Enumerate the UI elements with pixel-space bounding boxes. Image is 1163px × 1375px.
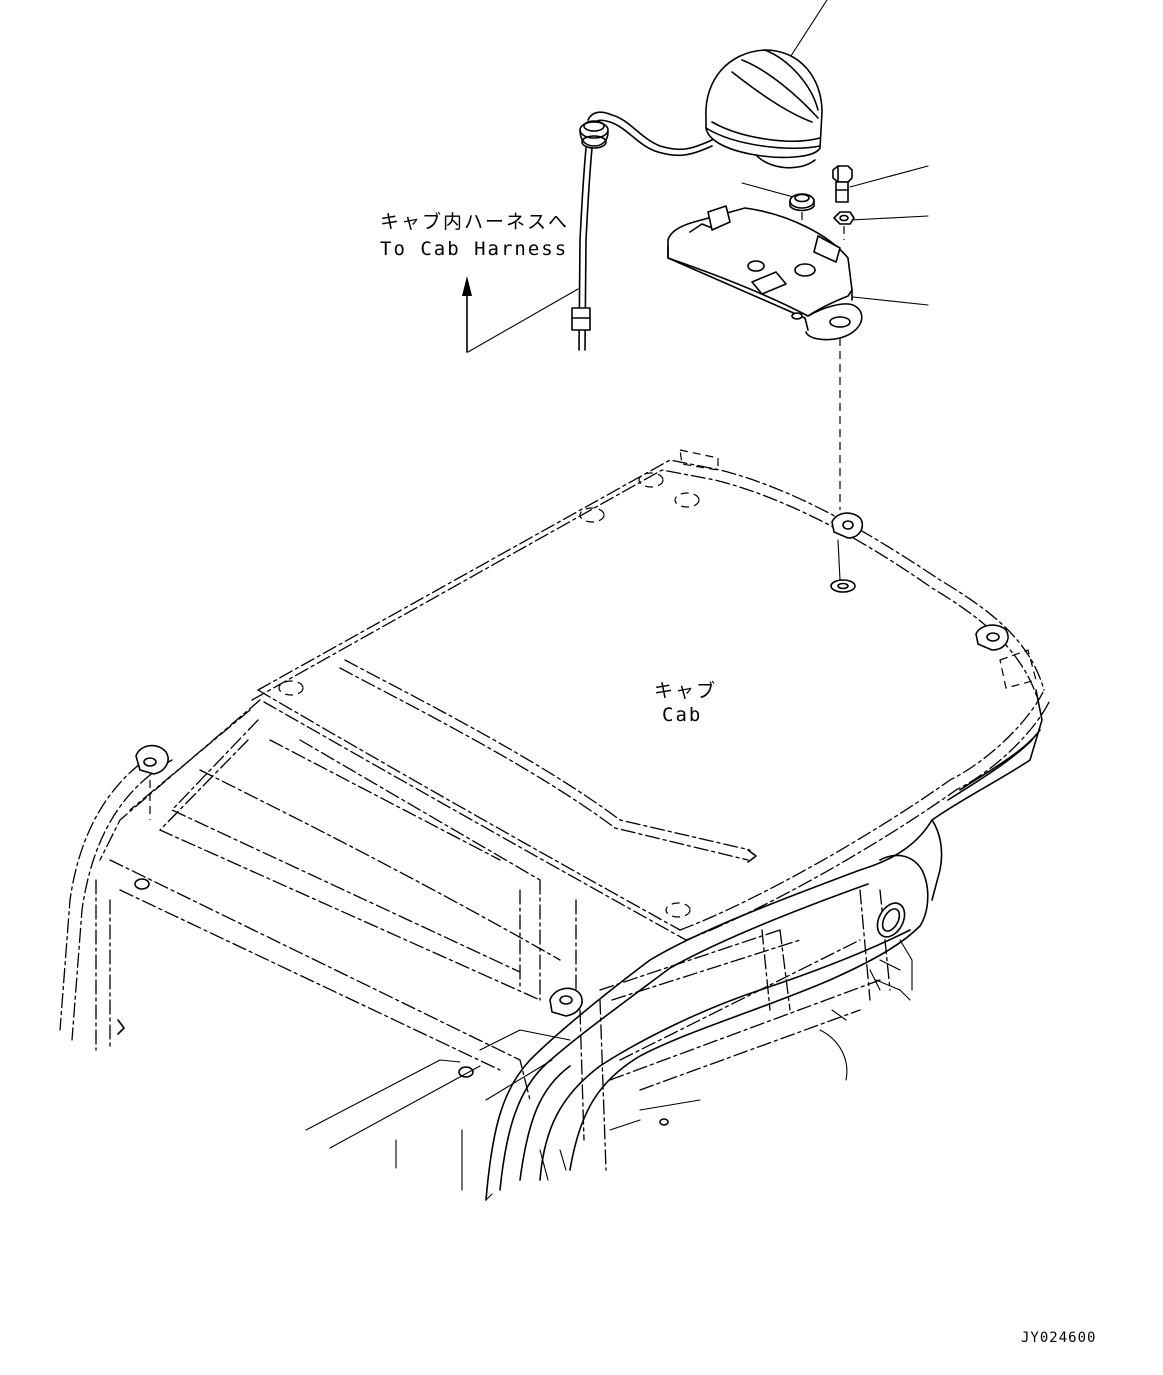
cab-callout: キャブ Cab xyxy=(654,679,717,726)
harness-callout: キャブ内ハーネスへ To Cab Harness xyxy=(380,210,569,353)
washer-leader-line xyxy=(850,215,929,221)
harness-arrow-icon xyxy=(462,276,472,296)
harness-cable xyxy=(571,111,713,351)
cab-roof xyxy=(59,449,1051,1191)
cab-label-en: Cab xyxy=(662,704,702,726)
harness-label-jp: キャブ内ハーネスへ xyxy=(380,210,569,233)
drawing-code: JY024600 xyxy=(1021,1330,1096,1346)
work-lamp xyxy=(705,49,823,169)
leader-lines xyxy=(467,0,929,353)
bracket-leader-line xyxy=(852,296,929,306)
grommet-leader-line xyxy=(741,182,798,199)
bolt xyxy=(832,165,853,203)
harness-leader-line xyxy=(467,288,579,353)
front-cross-beam xyxy=(485,689,1043,1201)
washer xyxy=(833,211,855,225)
lamp-leader-line xyxy=(786,0,828,63)
mounting-bracket xyxy=(667,205,863,581)
harness-label-en: To Cab Harness xyxy=(380,238,568,260)
bolt-leader-line xyxy=(849,165,929,188)
cab-label-jp: キャブ xyxy=(654,679,717,702)
